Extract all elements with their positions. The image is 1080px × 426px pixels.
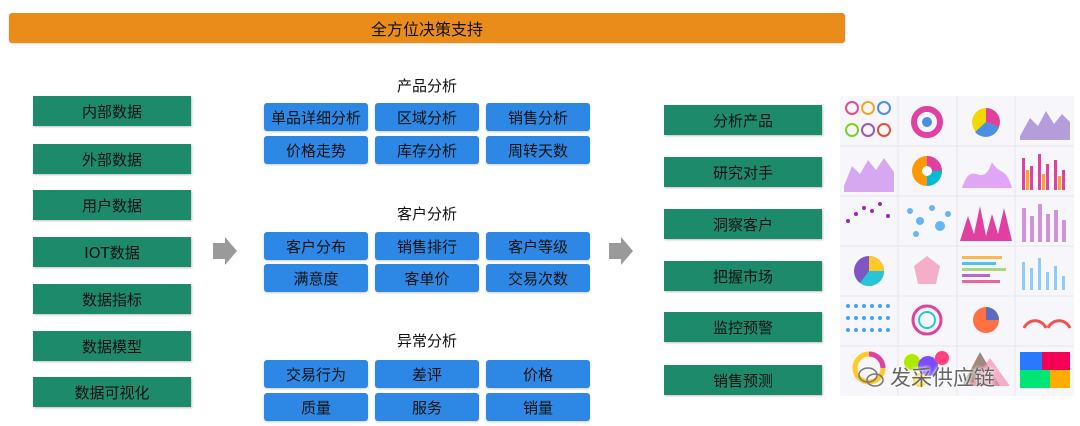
cell-inventory-analysis: 库存分析: [375, 136, 479, 164]
cell-transaction-behavior: 交易行为: [264, 360, 368, 388]
source-box-user-data: 用户数据: [33, 190, 191, 220]
dashboard-thumbnails: [840, 96, 1074, 396]
cell-negative-review: 差评: [375, 360, 479, 388]
dashboard-thumbnail-grid: [840, 96, 1074, 396]
output-box-grasp-market: 把握市场: [664, 261, 822, 291]
cell-region-analysis: 区域分析: [375, 103, 479, 131]
cell-transaction-count: 交易次数: [486, 264, 590, 292]
source-box-external-data: 外部数据: [33, 144, 191, 174]
cell-service: 服务: [375, 393, 479, 421]
cell-price-trend: 价格走势: [264, 136, 368, 164]
output-box-analyze-products: 分析产品: [664, 105, 822, 135]
output-box-sales-forecast: 销售预测: [664, 365, 822, 395]
source-box-data-models: 数据模型: [33, 331, 191, 361]
cell-price: 价格: [486, 360, 590, 388]
cell-satisfaction: 满意度: [264, 264, 368, 292]
output-box-study-competitors: 研究对手: [664, 157, 822, 187]
section-title-product-analysis: 产品分析: [396, 77, 457, 95]
cell-turnover-days: 周转天数: [486, 136, 590, 164]
cell-sales-ranking: 销售排行: [375, 232, 479, 260]
cell-customer-distribution: 客户分布: [264, 232, 368, 260]
cell-item-detail-analysis: 单品详细分析: [264, 103, 368, 131]
source-box-internal-data: 内部数据: [33, 96, 191, 126]
watermark: 发采供应链: [858, 362, 995, 392]
cell-average-order-value: 客单价: [375, 264, 479, 292]
section-title-anomaly-analysis: 异常分析: [396, 332, 457, 350]
output-box-monitoring-alerts: 监控预警: [664, 312, 822, 342]
source-box-iot-data: IOT数据: [33, 237, 191, 267]
cell-sales-analysis: 销售分析: [486, 103, 590, 131]
watermark-text: 发采供应链: [890, 366, 995, 390]
right-arrow-icon: [213, 237, 237, 265]
source-box-data-metrics: 数据指标: [33, 284, 191, 314]
right-arrow-icon: [609, 237, 633, 265]
banner-title: 全方位决策支持: [370, 20, 483, 39]
cell-customer-level: 客户等级: [486, 232, 590, 260]
cell-sales-volume: 销量: [486, 393, 590, 421]
decision-support-banner: 全方位决策支持: [9, 13, 845, 43]
output-box-customer-insight: 洞察客户: [664, 209, 822, 239]
section-title-customer-analysis: 客户分析: [396, 205, 457, 223]
wechat-icon: [858, 367, 884, 387]
cell-quality: 质量: [264, 393, 368, 421]
source-box-data-visualization: 数据可视化: [33, 377, 191, 407]
